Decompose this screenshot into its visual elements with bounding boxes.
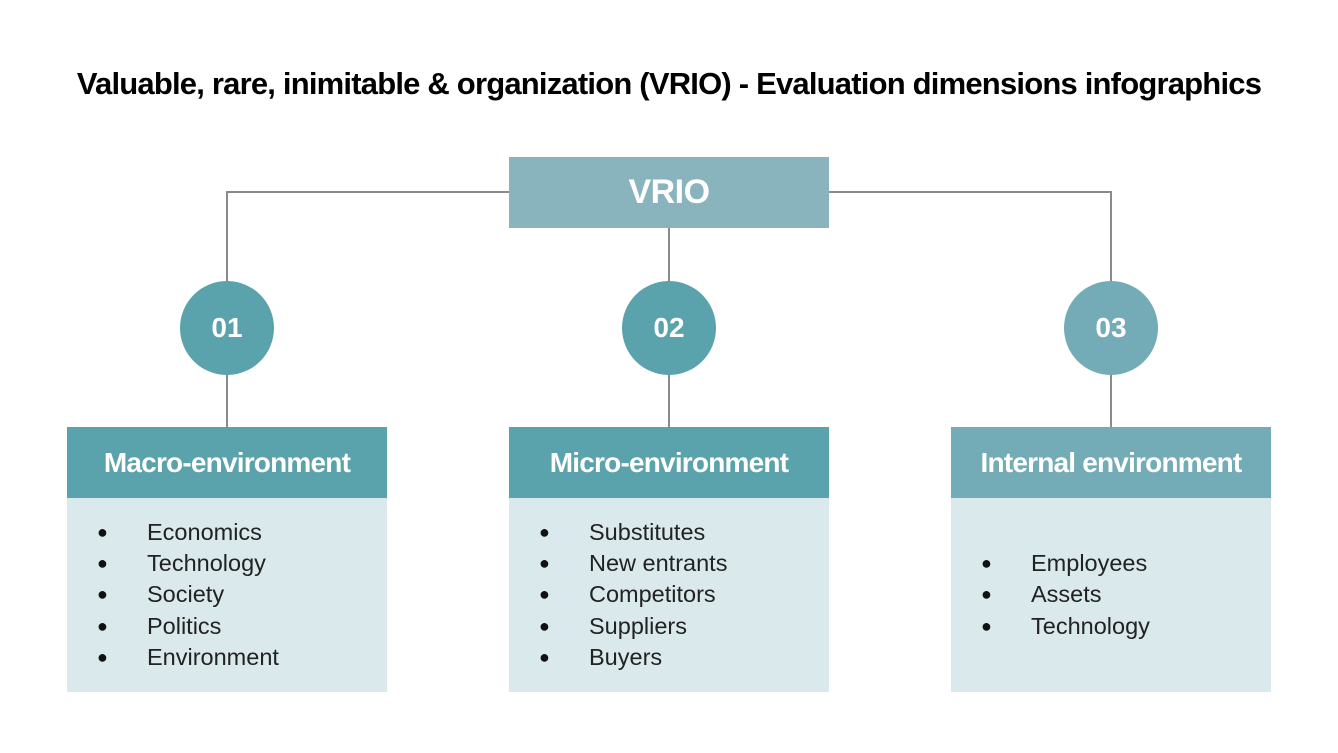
- column-micro-environment: Micro-environment ● Substitutes ● New entr…: [509, 427, 829, 692]
- step-circle-03: 03: [1064, 281, 1158, 375]
- list-item-label: Competitors: [589, 581, 716, 608]
- list-item-label: Buyers: [589, 644, 663, 671]
- column-header: Micro-environment: [509, 427, 829, 498]
- list-item-label: Employees: [1031, 550, 1148, 577]
- bullet-icon: ●: [97, 521, 108, 542]
- list-item: ● New entrants: [539, 548, 829, 579]
- column-body: ● Economics ● Technology ● Society ● Politic…: [67, 498, 387, 692]
- column-header: Macro-environment: [67, 427, 387, 498]
- list-item-label: New entrants: [589, 550, 728, 577]
- connector-root-to-03: [829, 191, 1112, 283]
- list-item-label: Technology: [1031, 612, 1150, 639]
- list-item: ● Assets: [981, 579, 1271, 610]
- bullet-icon: ●: [97, 553, 108, 574]
- bullet-icon: ●: [539, 615, 550, 636]
- step-number: 02: [653, 312, 685, 343]
- step-number: 01: [211, 312, 243, 343]
- list-item: ● Suppliers: [539, 611, 829, 642]
- list-item-label: Technology: [147, 550, 266, 577]
- bullet-icon: ●: [981, 615, 992, 636]
- column-header-label: Micro-environment: [549, 446, 789, 478]
- column-header: Internal environment: [951, 427, 1271, 498]
- bullet-icon: ●: [539, 584, 550, 605]
- list-item: ● Competitors: [539, 579, 829, 610]
- page-title: Valuable, rare, inimitable & organizatio…: [76, 66, 1262, 101]
- list-item-label: Politics: [147, 612, 222, 639]
- list-item-label: Substitutes: [589, 518, 706, 545]
- column-body: ●Substitutes ●New entrants ●Competitors …: [509, 498, 829, 692]
- list-item-label: Assets: [1031, 581, 1102, 608]
- list-item: ● Employees: [981, 548, 1271, 579]
- step-circle-01: 01: [180, 281, 274, 375]
- root-node-label: VRIO: [628, 173, 710, 211]
- list-item: ● Politics: [97, 611, 387, 642]
- bullet-icon: ●: [539, 647, 550, 668]
- step-number: 03: [1095, 312, 1127, 343]
- list-item: ● Environment: [97, 642, 387, 673]
- list-item-label: Economics: [147, 518, 262, 545]
- list-item: ● Technology: [981, 611, 1271, 642]
- bullet-icon: ●: [97, 615, 108, 636]
- list-item-label: Society: [147, 581, 225, 608]
- root-node-vrio: VRIO: [509, 157, 829, 228]
- list-item: ● Substitutes: [539, 517, 829, 548]
- bullet-icon: ●: [539, 521, 550, 542]
- list-item: ● Buyers: [539, 642, 829, 673]
- bullet-icon: ●: [97, 647, 108, 668]
- bullet-icon: ●: [539, 553, 550, 574]
- bullet-icon: ●: [981, 584, 992, 605]
- connector-root-to-01: [226, 191, 509, 283]
- column-header-label: Internal environment: [980, 446, 1243, 478]
- column-macro-environment: Macro-environment ● Economics ● Technology…: [67, 427, 387, 692]
- step-circle-02: 02: [622, 281, 716, 375]
- column-internal-environment: Internal environment ● Employees ● Assets …: [951, 427, 1271, 692]
- bullet-icon: ●: [97, 584, 108, 605]
- column-body: ● Employees ● Assets ● Technology: [951, 498, 1271, 692]
- list-item: ● Society: [97, 579, 387, 610]
- column-header-label: Macro-environment: [103, 446, 351, 478]
- list-item: ● Technology: [97, 548, 387, 579]
- list-item-label: Environment: [147, 644, 279, 671]
- list-item-label: Suppliers: [589, 612, 687, 639]
- list-item: ● Economics: [97, 517, 387, 548]
- bullet-icon: ●: [981, 553, 992, 574]
